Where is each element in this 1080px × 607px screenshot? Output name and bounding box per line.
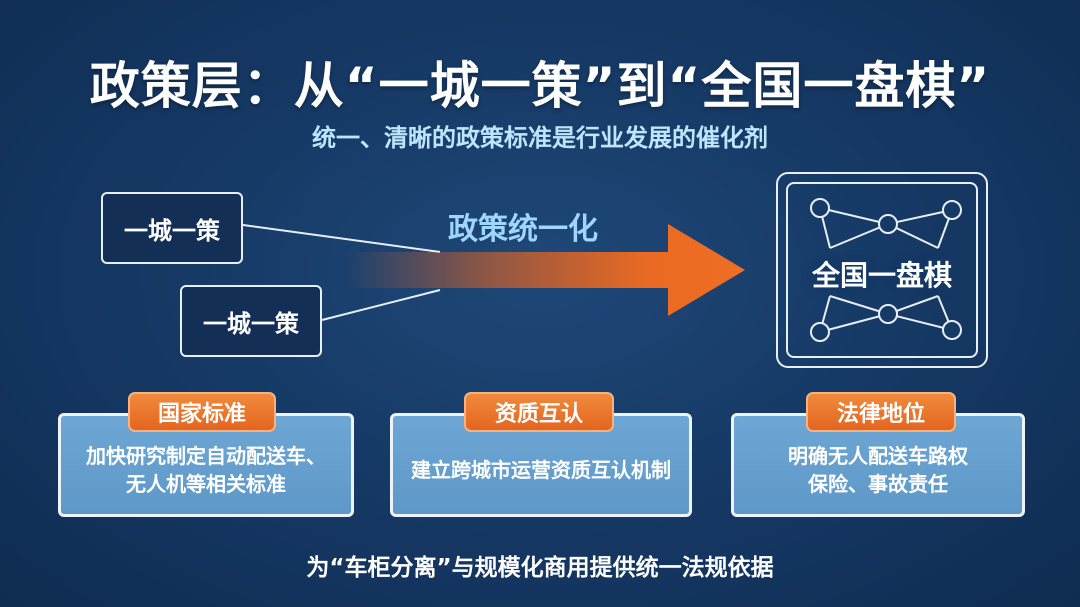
- national-label: 全国一盘棋: [811, 259, 952, 292]
- national-board-inner: [786, 182, 978, 358]
- connector-line-1: [242, 224, 441, 253]
- tag-national-standard: 国家标准: [128, 392, 276, 432]
- national-board: 全国一盘棋: [776, 172, 988, 368]
- connector-line-2: [321, 289, 441, 321]
- unification-arrow: [345, 224, 745, 316]
- footer-caption: 为“车柜分离”与规模化商用提供统一法规依据: [306, 555, 774, 581]
- page-subtitle: 统一、清晰的政策标准是行业发展的催化剂: [312, 124, 768, 152]
- card-text: 加快研究制定自动配送车、 无人机等相关标准: [86, 444, 326, 496]
- tag-legal-status: 法律地位: [806, 392, 956, 432]
- page-title: 政策层：从“一城一策”到“全国一盘棋”: [89, 57, 991, 115]
- tag-qualification-recognition: 资质互认: [464, 392, 614, 432]
- card-text: 明确无人配送车路权 保险、事故责任: [788, 444, 968, 496]
- city-policy-box-1: 一城一策: [101, 192, 243, 264]
- city-policy-box-2: 一城一策: [180, 285, 322, 357]
- arrow-label: 政策统一化: [448, 212, 598, 247]
- network-icon: [810, 198, 962, 342]
- card-text: 建立跨城市运营资质互认机制: [411, 458, 671, 482]
